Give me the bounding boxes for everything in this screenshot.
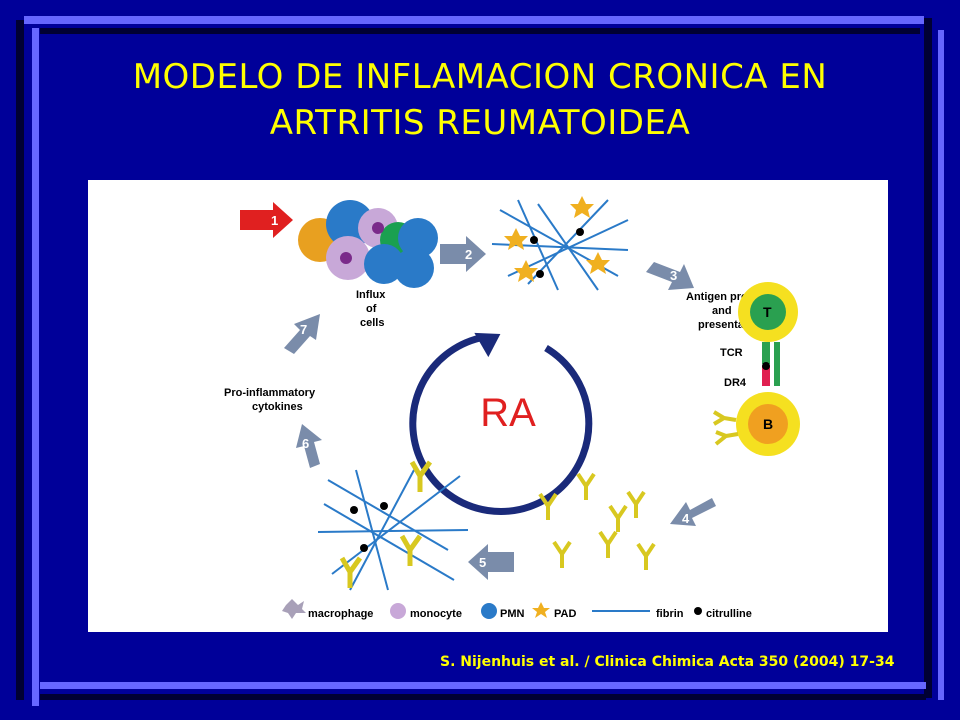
frame-top-bar bbox=[24, 16, 924, 24]
influx-label-3: cells bbox=[360, 317, 384, 329]
bottom-mesh-antibodies bbox=[339, 460, 433, 588]
b-cell: B bbox=[736, 392, 800, 456]
step-arrow-3: 3 bbox=[646, 262, 694, 290]
step-3-label: 3 bbox=[670, 268, 677, 283]
step-5-label: 5 bbox=[479, 555, 486, 570]
step-2-label: 2 bbox=[465, 247, 472, 262]
ra-cycle-diagram: RA 1 2 3 4 5 6 7 bbox=[88, 180, 888, 632]
legend: macrophage monocyte PMN PAD fibrin citru… bbox=[282, 599, 752, 620]
legend-pmn-icon bbox=[481, 603, 497, 619]
t-cell: T bbox=[738, 282, 798, 342]
citrulline-dots-top bbox=[530, 228, 584, 278]
tcr-label: TCR bbox=[720, 347, 743, 359]
legend-macrophage-icon bbox=[282, 599, 306, 619]
step-7-label: 7 bbox=[300, 322, 307, 337]
pad-stars-top bbox=[504, 196, 610, 282]
legend-fibrin: fibrin bbox=[656, 608, 684, 620]
proinflammatory-label-1: Pro-inflammatory bbox=[224, 387, 316, 399]
slide-title: MODELO DE INFLAMACION CRONICA EN ARTRITI… bbox=[60, 54, 900, 146]
legend-pad: PAD bbox=[554, 608, 576, 620]
step-6-label: 6 bbox=[302, 436, 309, 451]
title-line-1: MODELO DE INFLAMACION CRONICA EN bbox=[132, 57, 828, 97]
legend-macrophage: macrophage bbox=[308, 608, 373, 620]
diagram-svg: RA 1 2 3 4 5 6 7 bbox=[224, 196, 800, 620]
legend-pmn: PMN bbox=[500, 608, 525, 620]
b-cell-label: B bbox=[763, 416, 773, 432]
dr4-label: DR4 bbox=[724, 377, 747, 389]
step-1-label: 1 bbox=[271, 213, 278, 228]
tcr-receptor bbox=[762, 342, 780, 386]
frame-top-bar-dark bbox=[40, 28, 920, 34]
proinflammatory-label-2: cytokines bbox=[252, 401, 303, 413]
legend-citrulline-icon bbox=[694, 607, 702, 615]
frame-right-bar bbox=[924, 18, 932, 698]
step-4-label: 4 bbox=[682, 511, 690, 526]
ra-cycle-arrow bbox=[409, 332, 593, 515]
step-arrow-7: 7 bbox=[284, 314, 320, 354]
influx-label-1: Influx bbox=[356, 289, 386, 301]
influx-label-2: of bbox=[366, 303, 377, 315]
step-arrow-5: 5 bbox=[468, 544, 514, 580]
cell-cluster bbox=[298, 200, 438, 288]
t-cell-label: T bbox=[763, 304, 772, 320]
citation: S. Nijenhuis et al. / Clinica Chimica Ac… bbox=[440, 654, 895, 670]
frame-right-bar-light bbox=[938, 30, 944, 700]
frame-bottom-bar-dark bbox=[40, 694, 926, 700]
legend-citrulline: citrulline bbox=[706, 608, 752, 620]
frame-left-bar-light bbox=[32, 28, 39, 706]
ra-label: RA bbox=[480, 391, 536, 435]
step-arrow-2: 2 bbox=[440, 236, 486, 272]
antibody-cluster bbox=[538, 472, 656, 570]
fibrin-mesh-bottom bbox=[317, 469, 469, 591]
frame-bottom-bar bbox=[40, 682, 926, 689]
frame-left-bar bbox=[16, 20, 24, 700]
title-line-2: ARTRITIS REUMATOIDEA bbox=[269, 103, 691, 143]
step-arrow-6: 6 bbox=[296, 424, 322, 468]
step-arrow-4: 4 bbox=[670, 498, 716, 526]
citrulline-dots-bottom bbox=[350, 502, 388, 552]
legend-monocyte: monocyte bbox=[410, 608, 462, 620]
legend-pad-icon bbox=[532, 602, 550, 618]
step-arrow-1: 1 bbox=[240, 202, 293, 238]
legend-monocyte-icon bbox=[390, 603, 406, 619]
b-cell-antibodies bbox=[712, 410, 739, 446]
antigen-label-2: and bbox=[712, 305, 732, 317]
